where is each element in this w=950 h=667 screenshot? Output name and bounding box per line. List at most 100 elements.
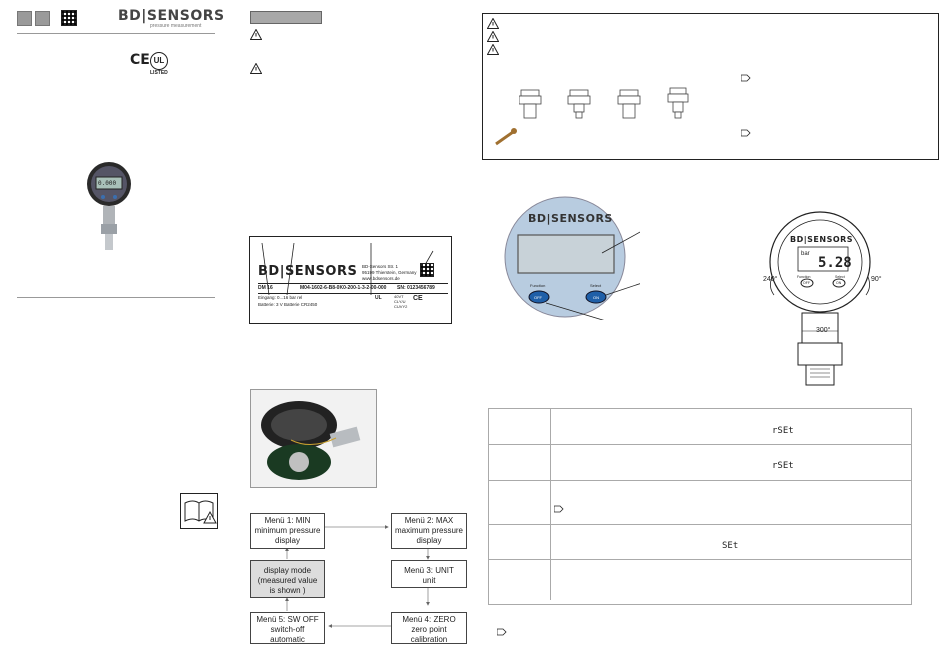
company-line: BD-Sensors Str. 1 xyxy=(362,264,399,269)
manual-book-icon xyxy=(180,493,218,529)
nameplate-rule xyxy=(258,283,448,284)
brand-logo: BD|SENSORS xyxy=(118,8,225,24)
table-row xyxy=(489,560,911,606)
reset-code: rSEt xyxy=(772,426,794,436)
warning-icon xyxy=(250,29,262,40)
menu2-title: Menü 2: MAX xyxy=(404,516,454,525)
menu1-desc: display xyxy=(275,536,300,545)
menu4-desc: zero point xyxy=(411,625,447,634)
nameplate-callout-lines xyxy=(261,242,434,296)
nameplate-serial: SN: 0123456789 xyxy=(397,285,435,291)
menu5-desc: automatic xyxy=(270,635,305,644)
reset-code: rSEt xyxy=(772,461,794,471)
menu1-box: Menü 1: MIN minimum pressure display xyxy=(250,513,325,549)
display-mode-box: display mode (measured value is shown ) xyxy=(250,560,325,598)
qr-code-icon xyxy=(61,10,77,26)
table-cell xyxy=(489,481,551,524)
gauge-function-label: Function xyxy=(797,275,811,279)
nameplate-ce-icon: CE xyxy=(413,295,423,302)
process-connection-fittings xyxy=(519,87,689,119)
display-mode-desc: (measured value xyxy=(257,576,318,585)
warning-icon xyxy=(487,44,499,55)
table-row: rSEt xyxy=(489,409,911,445)
hand-pointer-icon xyxy=(497,628,507,636)
menu4-title: Menü 4: ZERO xyxy=(402,615,456,624)
hand-pointer-icon xyxy=(741,129,751,137)
nameplate-rule xyxy=(258,293,448,294)
table-row: SEt xyxy=(489,525,911,560)
menu2-desc: maximum pressure xyxy=(394,526,463,535)
menu5-box: Menü 5: SW OFF switch-off automatic xyxy=(250,612,325,644)
off-button[interactable]: OFF xyxy=(534,295,542,300)
display-mode-title: display mode xyxy=(263,566,312,575)
company-line: 95199 Thierstein, Germany xyxy=(362,270,417,275)
nameplate-ul-icon: UL xyxy=(375,295,382,301)
approval-mark: 40VT xyxy=(394,294,404,299)
company-line: www.bdsensors.de xyxy=(362,276,400,281)
ul-listed-text: LISTED xyxy=(150,70,168,76)
warning-icon xyxy=(250,63,262,74)
header-rule xyxy=(17,33,215,34)
safety-notice-box xyxy=(482,13,939,160)
section-rule xyxy=(17,297,215,298)
header-square-2 xyxy=(35,11,50,26)
on-button[interactable]: ON xyxy=(593,295,599,300)
menu5-desc: switch-off xyxy=(270,625,305,634)
gauge-on-button[interactable]: ON xyxy=(836,281,842,285)
warning-icon xyxy=(487,18,499,29)
section-heading-bar xyxy=(250,11,322,24)
nameplate-qr-icon xyxy=(420,263,434,277)
spanner-tool-icon xyxy=(495,128,517,146)
pressure-gauge-photo xyxy=(87,162,131,250)
nameplate-company: BD-Sensors Str. 1 95199 Thierstein, Germ… xyxy=(362,264,416,282)
header-square-1 xyxy=(17,11,32,26)
approval-mark: CLY/U xyxy=(394,299,406,304)
menu5-title: Menü 5: SW OFF xyxy=(256,615,319,624)
angle-bottom-label: 300° xyxy=(816,327,831,334)
angle-right-label: 90° xyxy=(871,276,882,283)
function-label: Function xyxy=(530,283,546,288)
nameplate-range: Eingang: 0...16 bar rel xyxy=(258,295,303,300)
nameplate-model: DM 16 xyxy=(258,285,273,291)
info-table: rSEt rSEt SEt xyxy=(488,408,912,605)
set-code: SEt xyxy=(722,541,739,551)
gauge-logo: BD|SENSORS xyxy=(790,235,854,244)
left-gauge-reading: 0.000 xyxy=(98,180,117,187)
table-cell xyxy=(489,560,551,600)
gauge-reading: 5.28 xyxy=(818,255,852,271)
front-panel-illustration xyxy=(504,196,640,320)
brand-tagline: pressure measurement xyxy=(150,23,202,29)
angle-left-label: 240° xyxy=(763,276,778,283)
gauge-select-label: Select xyxy=(835,275,845,279)
battery-compartment-image xyxy=(261,401,361,480)
front-panel-logo: BD|SENSORS xyxy=(528,212,613,225)
ul-mark: UL LISTED xyxy=(150,52,168,76)
display-mode-desc: is shown ) xyxy=(269,586,306,595)
menu2-box: Menü 2: MAX maximum pressure display xyxy=(391,513,467,549)
nameplate-battery: Batterie: 3 V Batterie CR2450 xyxy=(258,302,318,307)
table-cell xyxy=(489,445,551,480)
menu1-desc: minimum pressure xyxy=(254,526,321,535)
hand-pointer-icon xyxy=(741,74,751,82)
menu4-box: Menü 4: ZERO zero point calibration xyxy=(391,612,467,644)
menu2-desc: display xyxy=(416,536,442,545)
nameplate-logo: BD|SENSORS xyxy=(258,264,358,279)
ul-circle-icon: UL xyxy=(150,52,168,70)
nameplate-order-code: M04-1602-6-B8-0K0-200-1-3-2-00-000 xyxy=(300,285,387,291)
nameplate-approvals: 40VT CLY/U CUVY2 xyxy=(394,294,407,309)
table-row: rSEt xyxy=(489,445,911,481)
menu1-title: Menü 1: MIN xyxy=(264,516,311,525)
table-cell xyxy=(489,525,551,559)
hand-pointer-icon xyxy=(554,505,564,513)
ce-mark: CE xyxy=(130,52,150,68)
table-cell xyxy=(489,409,551,444)
select-label: Select xyxy=(590,283,602,288)
gauge-off-button[interactable]: OFF xyxy=(803,281,810,285)
menu4-desc: calibration xyxy=(410,635,448,644)
approval-mark: CUVY2 xyxy=(394,304,408,309)
gauge-rotation-drawing xyxy=(769,211,871,386)
opened-device-photo xyxy=(250,389,377,488)
device-nameplate: BD|SENSORS BD-Sensors Str. 1 95199 Thier… xyxy=(249,236,452,324)
warning-icon xyxy=(487,31,499,42)
menu3-title: Menü 3: UNIT xyxy=(404,566,454,575)
